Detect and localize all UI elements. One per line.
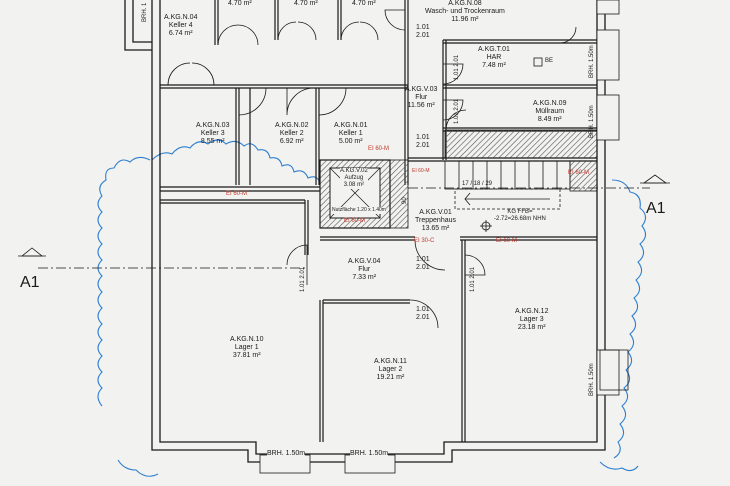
room-id: A.KG.N.04: [164, 14, 198, 21]
room-name: Wasch- und Trockenraum: [425, 8, 505, 15]
window-sill-label: BRH. 1: [142, 2, 148, 22]
room-name: Keller 4: [168, 22, 193, 29]
elevator-note: Nutzfläche 1.20 x 1.40m: [332, 207, 386, 214]
room-area: 13.65 m²: [421, 225, 450, 232]
room-id: A.KG.V.04: [348, 258, 381, 265]
fire-rating-label: EI 60-M: [568, 170, 590, 176]
room-keller3: A.KG.N.03 Keller 3 8.55 m²: [196, 122, 229, 146]
room-lager1: A.KG.N.10 Lager 1 37.81 m²: [230, 336, 263, 360]
room-name: Lager 3: [519, 316, 544, 323]
room-name: Keller 3: [200, 130, 225, 137]
room-wasch: A.KG.N.08 Wasch- und Trockenraum 11.96 m…: [425, 0, 505, 24]
room-area: 6.74 m²: [168, 30, 193, 37]
door-dimension-vertical: 1.01 2.01: [470, 266, 476, 292]
room-area: 7.33 m²: [352, 274, 377, 281]
fire-rating-label: EI 60-M: [344, 218, 366, 224]
section-marker-left: A1: [20, 274, 40, 291]
room-lager3: A.KG.N.12 Lager 3 23.18 m²: [515, 308, 548, 332]
room-id: A.KG.V.03: [405, 86, 438, 93]
fire-rating-label: EI 30-C: [414, 238, 435, 244]
room-name: HAR: [486, 54, 502, 61]
room-id: A.KG.N.11: [374, 358, 407, 365]
room-id: A.KG.N.01: [334, 122, 368, 129]
room-id: A.KG.V.01: [419, 209, 452, 216]
area-label: 4.70 m²: [294, 0, 318, 7]
room-id: A.KG.N.12: [515, 308, 549, 315]
window-sill-label: BRH. 1.50m: [589, 45, 595, 78]
room-id: A.KG.N.02: [275, 122, 309, 129]
room-area: 37.81 m²: [232, 352, 261, 359]
staircase: [444, 160, 571, 210]
room-area: 19.21 m²: [376, 374, 405, 381]
be-symbol-label: BE: [545, 58, 554, 64]
room-treppe: A.KG.V.01 Treppenhaus 13.65 m²: [415, 209, 456, 233]
dimension-90: 90: [402, 197, 408, 204]
hatched-walls: [389, 129, 598, 229]
fire-rating-label: EI 60-M: [412, 168, 430, 174]
room-keller2: A.KG.N.02 Keller 2 6.92 m²: [275, 122, 308, 146]
room-area: 5.00 m²: [338, 138, 363, 145]
stair-label: 17 / 18 / 29: [462, 181, 493, 187]
room-name: Keller 1: [338, 130, 363, 137]
room-har: A.KG.T.01 HAR 7.48 m²: [478, 46, 510, 70]
room-muell: A.KG.N.09 Müllraum 8.49 m²: [533, 100, 566, 124]
room-name: Flur: [415, 94, 428, 101]
room-id: A.KG.V.02: [340, 168, 368, 174]
room-flur-v04: A.KG.V.04 Flur 7.33 m²: [348, 258, 380, 282]
room-area: 7.48 m²: [482, 62, 506, 69]
level-marker: KG FFB= -2.72=26.68m NHN: [494, 209, 546, 223]
door-dimension-vertical: 1.01 2.01: [300, 266, 306, 292]
room-name: Treppenhaus: [415, 217, 456, 224]
room-keller1: A.KG.N.01 Keller 1 5.00 m²: [334, 122, 367, 146]
room-area: 8.55 m²: [200, 138, 225, 145]
room-area: 8.49 m²: [537, 116, 562, 123]
room-id: A.KG.N.10: [230, 336, 264, 343]
room-area: 11.96 m²: [451, 16, 479, 23]
window-sill-label: BRH. 1.50m: [589, 363, 595, 396]
area-label: 4.70 m²: [228, 0, 252, 7]
room-lager2: A.KG.N.11 Lager 2 19.21 m²: [374, 358, 407, 382]
section-line: [18, 174, 670, 269]
windows: [259, 0, 629, 474]
room-name: Lager 1: [234, 344, 259, 351]
room-id: A.KG.N.03: [196, 122, 230, 129]
area-label: 4.70 m²: [352, 0, 376, 7]
room-name: Aufzug: [344, 175, 364, 181]
doors: [167, 9, 577, 329]
outer-walls: [124, 0, 606, 463]
window-sill-label: BRH. 1.50m: [589, 105, 595, 138]
window-sill-label: BRH. 1.50m: [267, 450, 306, 458]
door-dimension-vertical: 1.01 2.01: [454, 54, 460, 80]
room-area: 23.18 m²: [517, 324, 546, 331]
room-area: 3.08 m²: [343, 182, 365, 188]
room-id: A.KG.T.01: [478, 46, 510, 53]
fire-rating-label: EI 60-M: [226, 191, 248, 197]
room-name: Lager 2: [378, 366, 403, 373]
room-name: Müllraum: [535, 108, 565, 115]
room-name: Keller 2: [279, 130, 304, 137]
room-aufzug: A.KG.V.02 Aufzug 3.08 m²: [340, 168, 368, 189]
window-sill-label: BRH. 1.50m: [350, 450, 389, 458]
level-marker-symbol: [480, 57, 543, 232]
room-keller4: A.KG.N.04 Keller 4 6.74 m²: [164, 14, 197, 38]
room-area: 11.56 m²: [407, 102, 435, 109]
room-id: A.KG.N.08: [448, 0, 482, 7]
room-flur-v03: A.KG.V.03 Flur 11.56 m²: [405, 86, 437, 110]
room-area: 6.92 m²: [279, 138, 304, 145]
level-ffb: KG FFB=: [507, 209, 533, 215]
level-value: -2.72=26.68m NHN: [494, 216, 546, 222]
fire-rating-label: EI 60-M: [496, 238, 518, 244]
fire-rating-label: EI 60-M: [368, 146, 390, 152]
room-id: A.KG.N.09: [533, 100, 567, 107]
door-dimension-vertical: 1.01 2.01: [454, 98, 460, 124]
room-name: Flur: [358, 266, 371, 273]
section-marker-right: A1: [646, 200, 666, 217]
